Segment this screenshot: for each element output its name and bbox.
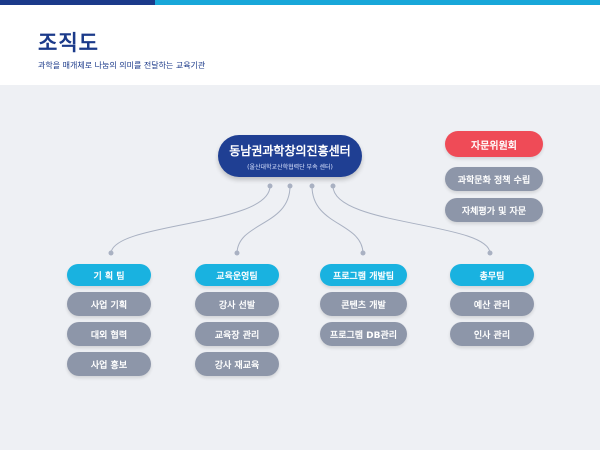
connector-line-team-1	[110, 185, 271, 254]
top-accent-bar	[0, 0, 600, 5]
team-node-planning[interactable]: 기 획 팀	[67, 264, 151, 286]
team-node-education[interactable]: 교육운영팀	[195, 264, 279, 286]
team-node-program[interactable]: 프로그램 개발팀	[320, 264, 407, 286]
connector-dot-top-1	[267, 183, 273, 189]
team-task[interactable]: 사업 기획	[67, 292, 151, 316]
team-task[interactable]: 프로그램 DB관리	[320, 322, 407, 346]
team-task[interactable]: 인사 관리	[450, 322, 534, 346]
center-subtitle: (울산대학교산학협력단 부속 센터)	[247, 163, 333, 171]
page-header: 조직도 과학을 매개체로 나눔의 의미를 전달하는 교육기관	[0, 5, 600, 85]
connector-line-team-3	[311, 185, 364, 254]
page-subtitle: 과학을 매개체로 나눔의 의미를 전달하는 교육기관	[38, 61, 206, 70]
team-task[interactable]: 교육장 관리	[195, 322, 279, 346]
team-task[interactable]: 대외 협력	[67, 322, 151, 346]
team-task[interactable]: 사업 홍보	[67, 352, 151, 376]
advisory-item[interactable]: 자체평가 및 자문	[445, 198, 543, 222]
advisory-committee-node[interactable]: 자문위원회	[445, 131, 543, 157]
center-node[interactable]: 동남권과학창의진흥센터 (울산대학교산학협력단 부속 센터)	[218, 135, 362, 177]
team-task[interactable]: 예산 관리	[450, 292, 534, 316]
top-accent-cyan	[155, 0, 600, 5]
team-task[interactable]: 강사 재교육	[195, 352, 279, 376]
top-accent-navy	[0, 0, 155, 5]
team-task[interactable]: 강사 선발	[195, 292, 279, 316]
connector-dot-bottom-1	[108, 250, 114, 256]
team-task[interactable]: 콘텐츠 개발	[320, 292, 407, 316]
page-title: 조직도	[38, 31, 99, 55]
connector-dot-bottom-3	[360, 250, 366, 256]
connector-dot-top-2	[287, 183, 293, 189]
connector-dot-bottom-2	[234, 250, 240, 256]
advisory-item[interactable]: 과학문화 정책 수립	[445, 167, 543, 191]
connector-line-team-2	[236, 185, 291, 254]
team-node-general-affairs[interactable]: 총무팀	[450, 264, 534, 286]
connector-dot-top-4	[330, 183, 336, 189]
center-title: 동남권과학창의진흥센터	[229, 143, 351, 158]
connector-dot-top-3	[309, 183, 315, 189]
connector-dot-bottom-4	[487, 250, 493, 256]
